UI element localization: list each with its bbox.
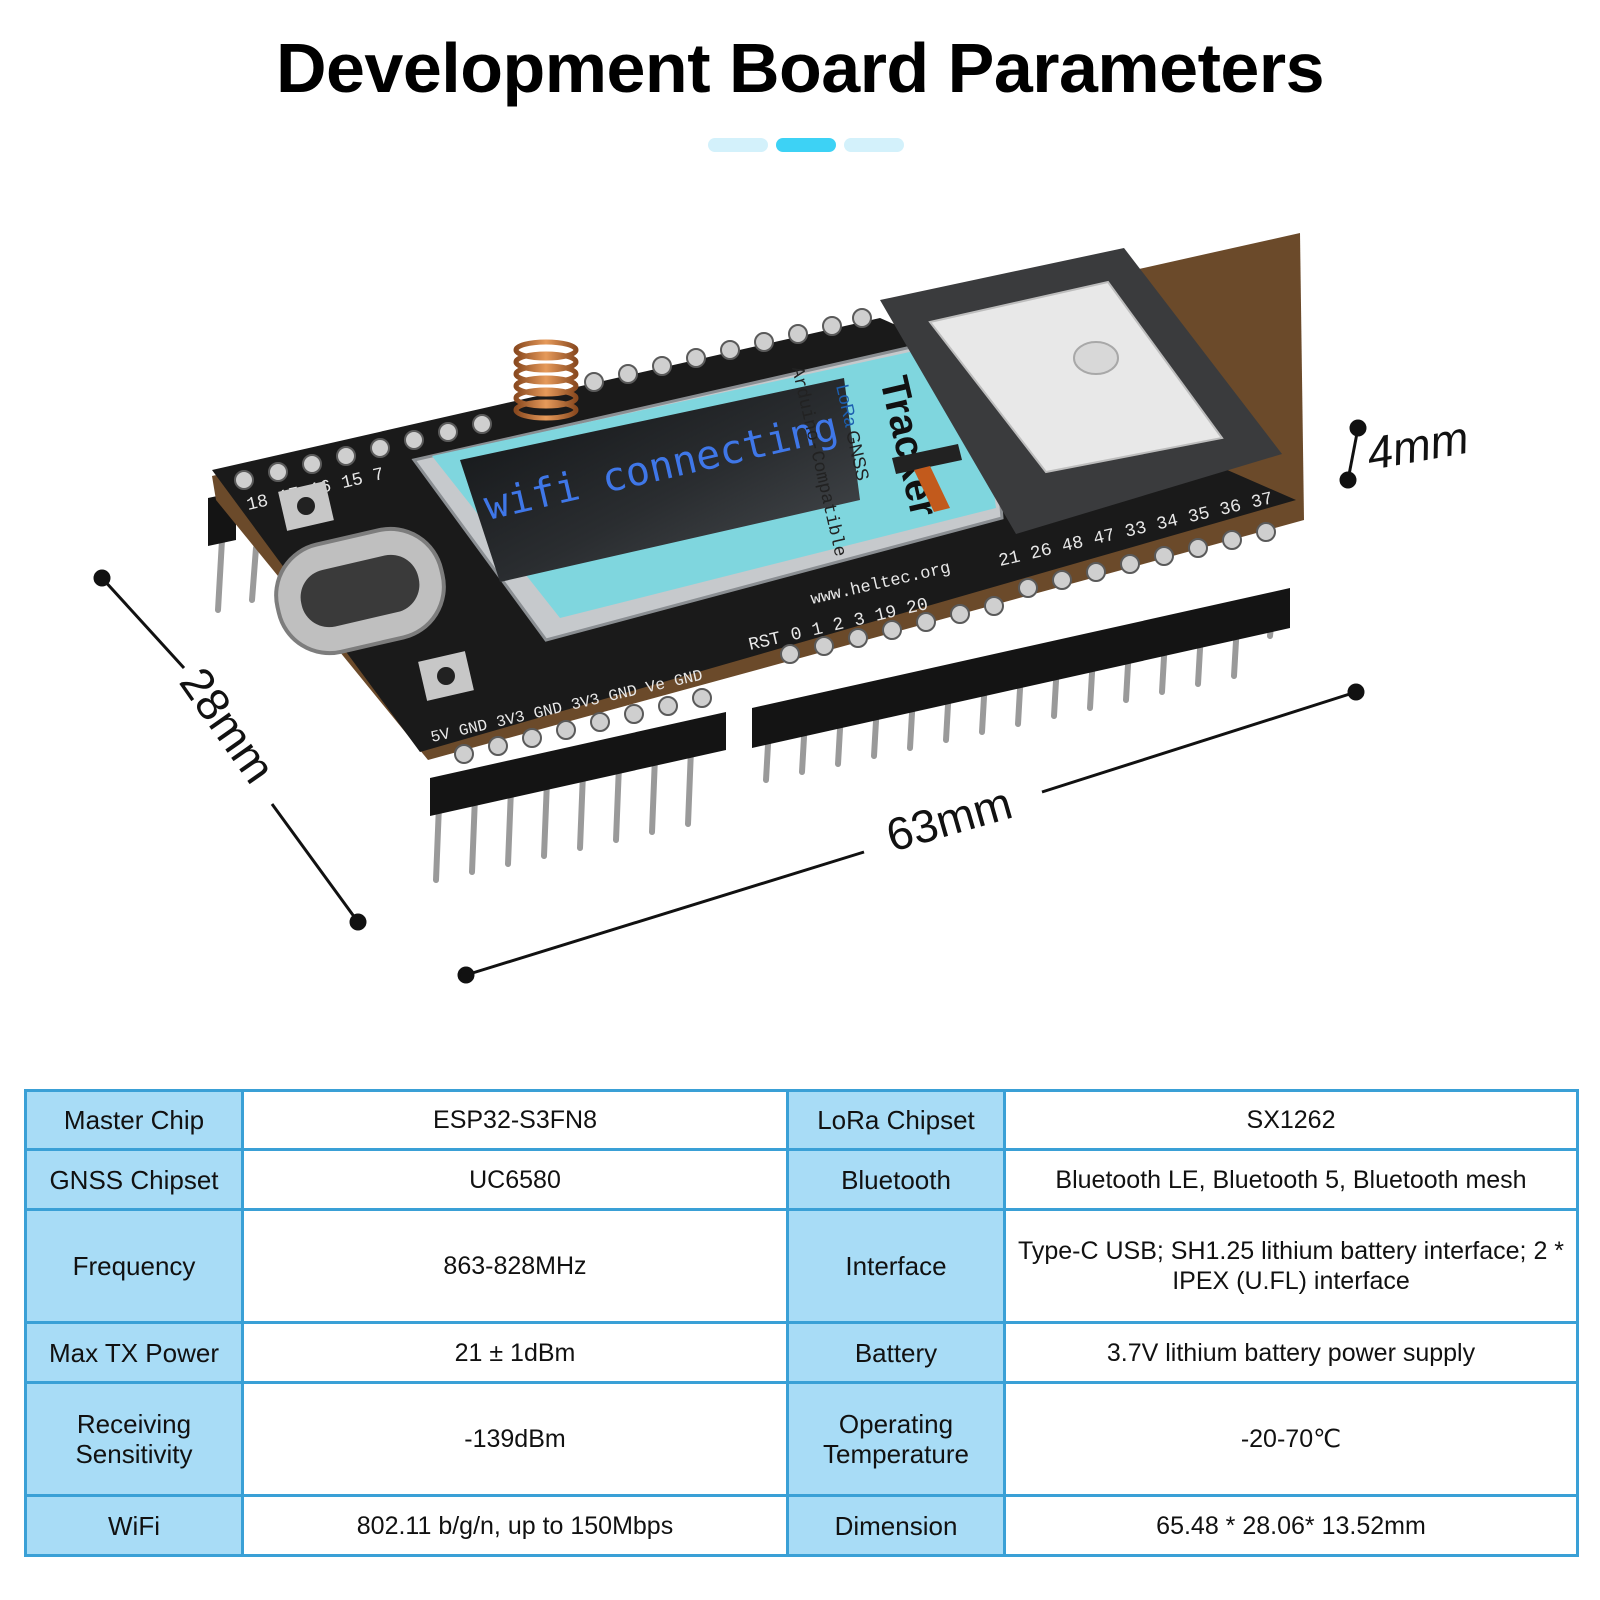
spec-label: Max TX Power [24, 1321, 244, 1384]
user-button [418, 651, 474, 701]
product-illustration: 18 17 16 15 7 21 26 48 47 33 34 35 36 37… [93, 233, 1473, 984]
pin-holes-bottom [454, 522, 1276, 764]
spec-value: ESP32-S3FN8 [241, 1088, 789, 1152]
carousel-indicator [708, 138, 904, 152]
spec-label: Interface [786, 1207, 1006, 1325]
spring-antenna [513, 339, 579, 421]
spec-label: Receiving Sensitivity [24, 1380, 244, 1498]
spec-value: -20-70℃ [1003, 1380, 1579, 1498]
dimension-lines [93, 419, 1367, 984]
spec-value: 863-828MHz [241, 1207, 789, 1325]
dimension-height-label: 4mm [1363, 411, 1473, 480]
spec-label: GNSS Chipset [24, 1148, 244, 1211]
spec-label: Battery [786, 1321, 1006, 1384]
reset-button [278, 481, 334, 531]
spec-label: WiFi [24, 1494, 244, 1557]
spec-label: LoRa Chipset [786, 1088, 1006, 1152]
brand-logo [892, 444, 962, 512]
spec-value: 3.7V lithium battery power supply [1003, 1321, 1579, 1384]
spec-label: Operating Temperature [786, 1380, 1006, 1498]
oled-screen [460, 378, 860, 582]
gnss-antenna [880, 248, 1282, 534]
spec-value: 65.48 * 28.06* 13.52mm [1003, 1494, 1579, 1557]
spec-value: SX1262 [1003, 1088, 1579, 1152]
spec-label: Master Chip [24, 1088, 244, 1152]
dimension-length-label: 63mm [880, 776, 1017, 861]
dimension-width-label: 28mm [170, 658, 286, 793]
spec-value: UC6580 [241, 1148, 789, 1211]
spec-value: Bluetooth LE, Bluetooth 5, Bluetooth mes… [1003, 1148, 1579, 1211]
spec-value: 21 ± 1dBm [241, 1321, 789, 1384]
carousel-dot[interactable] [844, 138, 904, 152]
usb-c-port [274, 526, 446, 656]
spec-label: Frequency [24, 1207, 244, 1325]
header-strip-front-left [430, 712, 726, 816]
spec-value: 802.11 b/g/n, up to 150Mbps [241, 1494, 789, 1557]
header-pins-left [215, 537, 259, 613]
pin-holes-top [234, 308, 872, 490]
spec-label: Bluetooth [786, 1148, 1006, 1211]
header-strip-front-right [752, 588, 1290, 748]
page-title: Development Board Parameters [275, 29, 1325, 107]
spec-value: Type-C USB; SH1.25 lithium battery inter… [1003, 1207, 1579, 1325]
carousel-dot-active[interactable] [776, 138, 836, 152]
spec-label: Dimension [786, 1494, 1006, 1557]
spec-value: -139dBm [241, 1380, 789, 1498]
carousel-dot[interactable] [708, 138, 768, 152]
